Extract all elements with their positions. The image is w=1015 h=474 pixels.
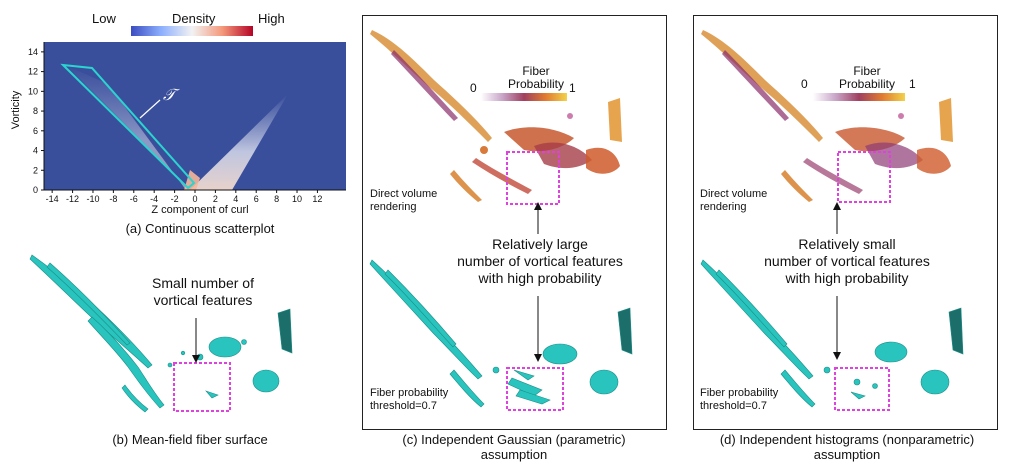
threshold-line2: threshold=0.7 <box>370 400 437 412</box>
panel-d-legend-title: Fiber Probability <box>827 65 907 91</box>
plot-background <box>44 42 346 190</box>
panel-d-threshold-label: Fiber probability threshold=0.7 <box>700 387 778 413</box>
threshold-line2: threshold=0.7 <box>700 400 767 412</box>
panel-b-caption: (b) Mean-field fiber surface <box>112 432 268 447</box>
annotation-line1: Relatively large <box>492 236 588 252</box>
annotation-line2: number of vortical features <box>457 253 623 269</box>
panel-c-legend-title: Fiber Probability <box>496 65 576 91</box>
dvr-line2: rendering <box>700 201 747 213</box>
panel-a-xlabel: Z component of curl <box>151 204 249 216</box>
y-tick-label: 12 <box>28 67 38 77</box>
panel-c-legend-min: 0 <box>470 81 477 95</box>
x-tick-label: 2 <box>213 194 218 204</box>
panel-c-caption: (c) Independent Gaussian (parametric) as… <box>383 432 645 462</box>
dvr-line2: rendering <box>370 201 417 213</box>
y-tick-label: 4 <box>33 146 38 156</box>
legend-title-line2: Probability <box>838 77 896 91</box>
x-tick-label: -4 <box>150 194 158 204</box>
x-tick-label: -8 <box>109 194 117 204</box>
panel-c-dvr-label: Direct volume rendering <box>370 188 437 214</box>
panel-c-legend-max: 1 <box>569 81 576 95</box>
panel-d-dvr-render <box>701 30 953 203</box>
threshold-line1: Fiber probability <box>700 387 779 399</box>
panel-d-legend-min: 0 <box>801 77 808 91</box>
panel-c-probability-colorbar <box>481 93 567 101</box>
colorbar-title: Density <box>172 11 216 26</box>
dvr-line1: Direct volume <box>700 188 768 200</box>
panel-b-annotation-line2: vortical features <box>153 292 253 308</box>
x-tick-label: 8 <box>274 194 279 204</box>
panel-c-fiber-surface <box>369 259 633 411</box>
region-t-outline <box>60 63 196 190</box>
panel-d-legend-max: 1 <box>909 77 916 91</box>
x-tick-label: 10 <box>292 194 302 204</box>
panel-b-annotation-line1: Small number of <box>152 275 254 291</box>
panel-b-fiber-surface <box>29 254 293 413</box>
annotation-line3: with high probability <box>478 270 602 286</box>
legend-title-line1: Fiber <box>853 64 881 78</box>
panel-c-threshold-label: Fiber probability threshold=0.7 <box>370 387 448 413</box>
x-tick-label: -14 <box>46 194 59 204</box>
density-colorbar <box>131 26 253 36</box>
x-tick-label: -12 <box>66 194 79 204</box>
highlight-box <box>173 362 231 412</box>
legend-title-line1: Fiber <box>522 64 550 78</box>
panel-d-dvr-label: Direct volume rendering <box>700 188 767 214</box>
highlight-box <box>506 151 560 205</box>
x-tick-label: 12 <box>312 194 322 204</box>
x-tick-label: 6 <box>254 194 259 204</box>
panel-c-arrow <box>534 202 542 362</box>
panel-d-probability-colorbar <box>813 93 905 101</box>
annotation-line3: with high probability <box>785 270 909 286</box>
y-tick-label: 6 <box>33 126 38 136</box>
y-tick-label: 2 <box>33 165 38 175</box>
caption-line2: assumption <box>480 447 548 462</box>
caption-line1: (d) Independent histograms (nonparametri… <box>719 432 975 447</box>
y-tick-label: 14 <box>28 47 38 57</box>
colorbar-high-label: High <box>258 11 285 26</box>
y-tick-label: 8 <box>33 106 38 116</box>
panel-c-annotation: Relatively large number of vortical feat… <box>445 236 635 287</box>
x-tick-label: -6 <box>130 194 138 204</box>
annotation-line2: number of vortical features <box>764 253 930 269</box>
colorbar-low-label: Low <box>92 11 116 26</box>
panel-c-dvr-render <box>370 30 622 205</box>
panel-d-caption: (d) Independent histograms (nonparametri… <box>697 432 997 462</box>
x-tick-label: -10 <box>86 194 99 204</box>
y-tick-label: 0 <box>33 185 38 195</box>
dvr-line1: Direct volume <box>370 188 438 200</box>
panel-a-caption: (a) Continuous scatterplot <box>125 221 275 236</box>
annotation-line1: Relatively small <box>798 236 896 252</box>
panel-d-annotation: Relatively small number of vortical feat… <box>762 236 932 287</box>
highlight-box <box>837 151 891 203</box>
highlight-box <box>506 367 564 411</box>
legend-title-line2: Probability <box>507 77 565 91</box>
panel-d-frame <box>693 15 998 430</box>
x-tick-label: 0 <box>192 194 197 204</box>
highlight-box <box>834 367 890 411</box>
panel-d-arrow <box>833 202 841 360</box>
panel-c-frame <box>362 15 667 430</box>
panel-b-annotation: Small number of vortical features <box>128 275 278 309</box>
x-tick-label: 4 <box>233 194 238 204</box>
caption-line1: (c) Independent Gaussian (parametric) <box>402 432 626 447</box>
y-tick-label: 10 <box>28 86 38 96</box>
threshold-line1: Fiber probability <box>370 387 449 399</box>
x-tick-label: -2 <box>171 194 179 204</box>
caption-line2: assumption <box>813 447 881 462</box>
panel-d-fiber-surface <box>700 259 964 411</box>
